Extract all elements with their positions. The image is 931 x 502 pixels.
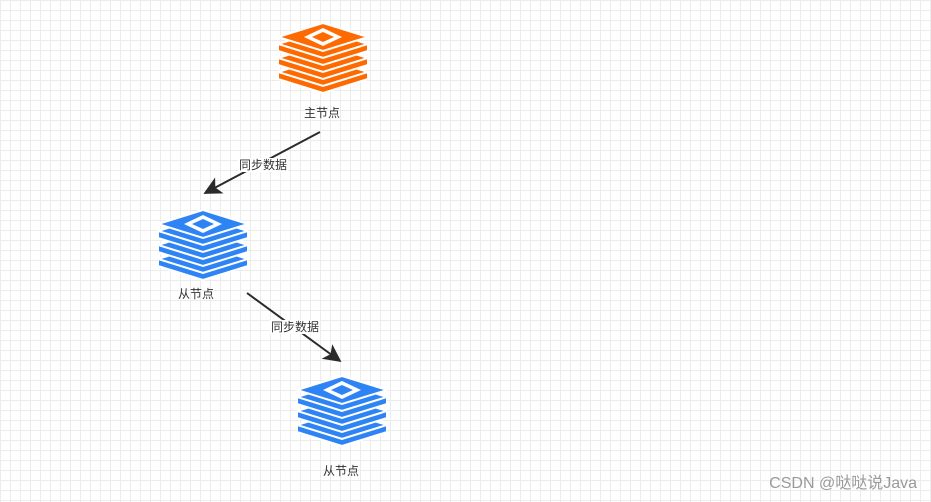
master-node-label: 主节点 [303,106,341,120]
slave-node-2-redis-icon[interactable] [297,375,387,447]
edge-master-to-slave1-label: 同步数据 [237,158,289,172]
slave-node-1-label: 从节点 [177,287,215,301]
edge-slave1-to-slave2-label: 同步数据 [269,320,321,334]
master-node-redis-icon[interactable] [278,22,368,94]
slave-node-2-label: 从节点 [322,464,360,478]
csdn-watermark: CSDN @哒哒说Java [769,475,917,492]
slave-node-1-redis-icon[interactable] [158,209,248,281]
